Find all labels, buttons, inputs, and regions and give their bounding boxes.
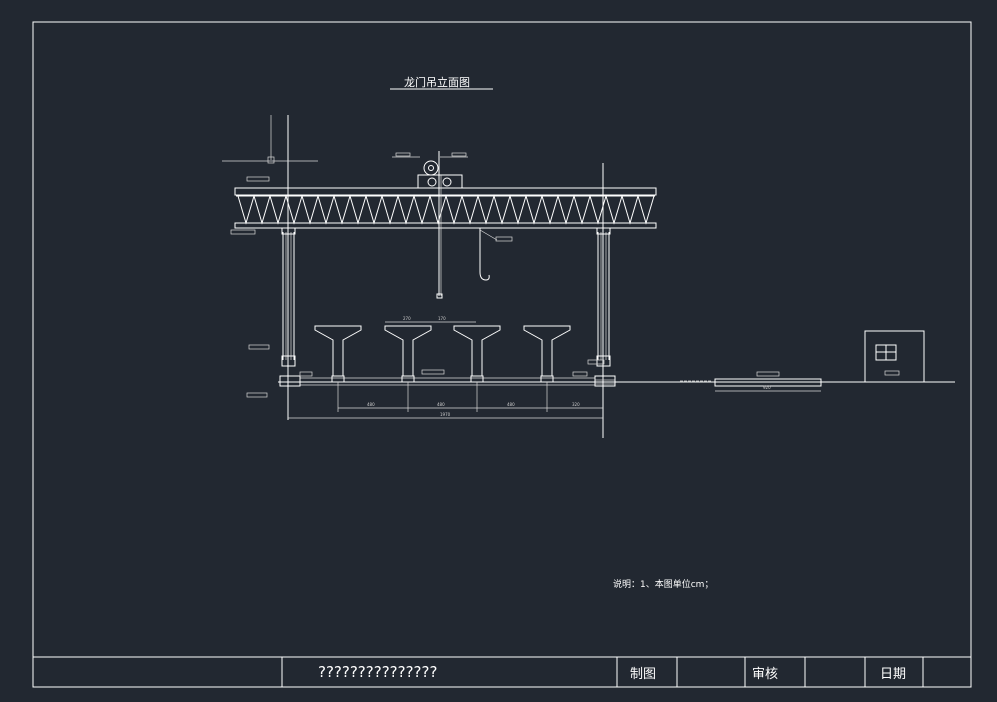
top-beam	[234, 187, 657, 196]
gantry-crane	[222, 115, 657, 438]
checked-by-label: 审核	[752, 667, 778, 682]
bottom-chord	[234, 222, 657, 229]
dim-span-1: 480	[367, 402, 375, 407]
date-label: 日期	[880, 667, 906, 682]
dim-top-a: 270	[403, 316, 411, 321]
right-leg	[587, 163, 616, 438]
drawing-title: 龙门吊立面图	[404, 75, 470, 89]
project-name: ???????????????	[318, 663, 437, 681]
sheet-border	[32, 21, 972, 688]
t-beam	[384, 325, 432, 412]
t-beam	[453, 325, 501, 412]
dim-total: 1970	[440, 412, 451, 417]
drawing-note: 说明：1、本图单位cm；	[613, 578, 713, 590]
dim-edge: 320	[572, 402, 580, 407]
crane-hook	[479, 228, 490, 281]
t-beams	[314, 325, 571, 412]
dimensions: 270 170 480 480 480 320 1970 920	[288, 316, 822, 419]
drawn-by-label: 制图	[630, 667, 656, 682]
left-leg	[222, 115, 318, 420]
ground-line	[278, 369, 955, 387]
site-building	[864, 330, 925, 383]
trolley	[392, 151, 468, 299]
t-beam	[314, 325, 362, 412]
truss-web	[237, 194, 655, 225]
dim-top-b: 170	[438, 316, 446, 321]
title-block: ??????????????? 制图 审核 日期	[33, 656, 971, 687]
t-beam	[523, 325, 571, 412]
dim-span-3: 480	[507, 402, 515, 407]
dim-side: 920	[763, 385, 771, 390]
dim-span-2: 480	[437, 402, 445, 407]
